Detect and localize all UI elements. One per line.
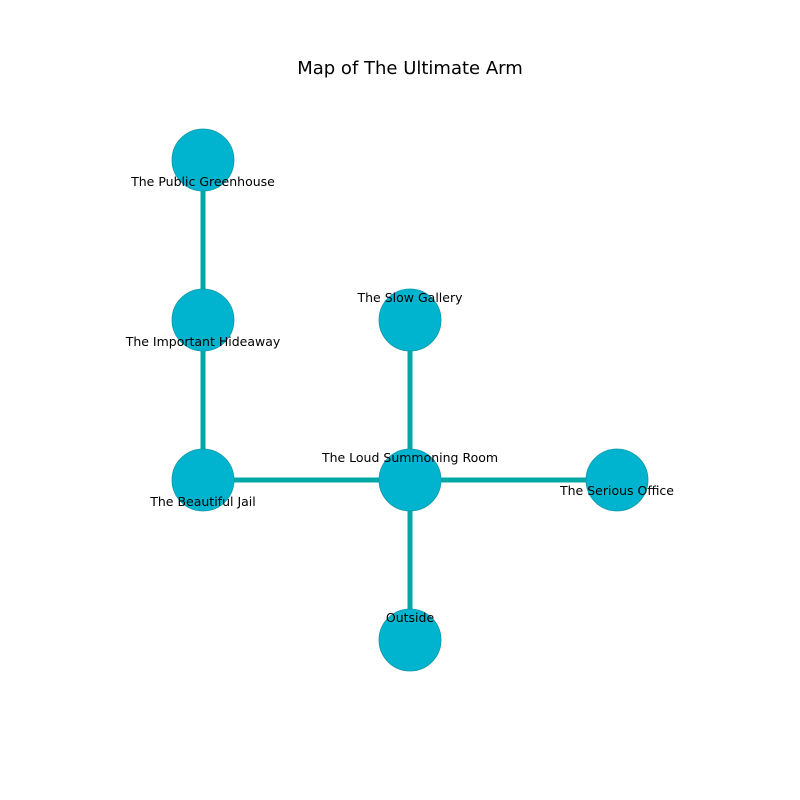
room-node-outside (378, 608, 442, 672)
room-label-outside: Outside (386, 610, 435, 625)
room-label-public-greenhouse: The Public Greenhouse (130, 174, 275, 189)
room-label-slow-gallery: The Slow Gallery (357, 290, 464, 305)
room-label-loud-summoning-room: The Loud Summoning Room (321, 450, 498, 465)
map-title: Map of The Ultimate Arm (297, 58, 523, 79)
room-node-public-greenhouse (171, 128, 235, 192)
room-label-serious-office: The Serious Office (559, 483, 674, 498)
room-node-slow-gallery (378, 288, 442, 352)
room-node-beautiful-jail (171, 448, 235, 512)
room-node-serious-office (585, 448, 649, 512)
room-node-important-hideaway (171, 288, 235, 352)
connections-layer (200, 160, 617, 640)
rooms-layer (171, 128, 649, 672)
room-label-important-hideaway: The Important Hideaway (125, 334, 281, 349)
room-node-loud-summoning-room (378, 448, 442, 512)
room-label-beautiful-jail: The Beautiful Jail (149, 494, 256, 509)
